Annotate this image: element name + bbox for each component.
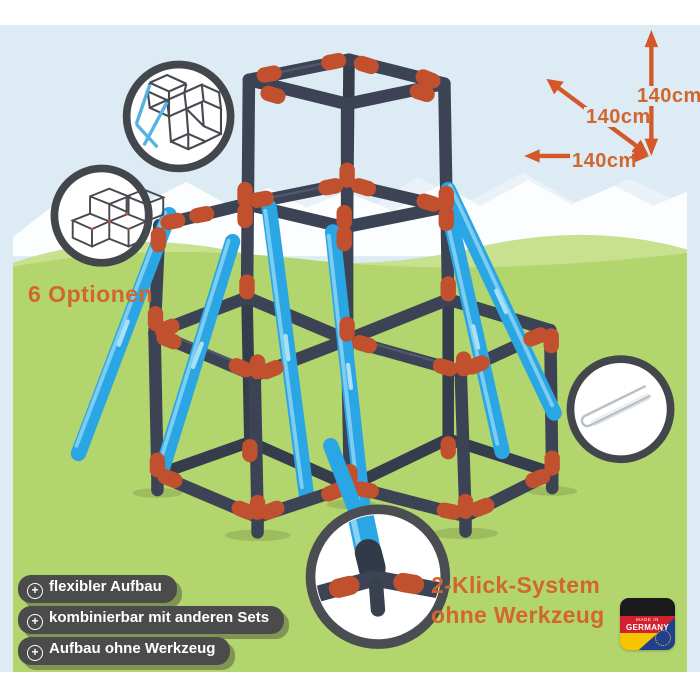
feature-pill-label: kombinierbar mit anderen Sets [49, 609, 270, 626]
plus-icon: + [27, 614, 43, 630]
feature-pill-no-tools: + Aufbau ohne Werkzeug [18, 637, 231, 665]
depth-dimension-label: 140cm [584, 106, 651, 128]
options-count-label: 6 Optionen [28, 281, 154, 307]
option-callout-stairs [122, 60, 235, 173]
made-in-germany-badge: MADE IN GERMANY [620, 598, 675, 650]
connector-rings [147, 52, 560, 520]
click-system-line1: 2-Klick-System [431, 572, 601, 598]
feature-pill-flexible: + flexibler Aufbau [18, 575, 177, 603]
width-dimension-label: 140cm [570, 150, 637, 172]
safety-clip-icon [580, 384, 651, 428]
two-click-connector-icon [316, 515, 440, 617]
click-system-line2: ohne Werkzeug [431, 602, 605, 628]
scene: 140cm 140cm 140cm 6 Optionen 2-Klick-Sys… [0, 25, 700, 672]
badge-text: MADE IN GERMANY [620, 617, 675, 632]
feature-list: + flexibler Aufbau + kombinierbar mit ande… [18, 575, 285, 668]
feature-pill-label: Aufbau ohne Werkzeug [49, 640, 216, 657]
plus-icon: + [27, 583, 43, 599]
german-flag-red-stripe [620, 615, 675, 633]
eu-stars-icon [655, 630, 671, 646]
connector-callout [305, 504, 451, 649]
badge-line1: MADE IN [636, 616, 659, 622]
badge-line2: GERMANY [626, 622, 669, 632]
clip-callout [566, 355, 675, 464]
height-dimension-label: 140cm [635, 85, 700, 107]
cube-stairs-wireframe-icon [134, 73, 223, 151]
feature-pill-combinable: + kombinierbar mit anderen Sets [18, 606, 285, 634]
plus-icon: + [27, 645, 43, 661]
option-callout-flat [50, 164, 166, 267]
climbing-frame-illustration [70, 52, 562, 539]
feature-pill-label: flexibler Aufbau [49, 578, 162, 595]
cube-row-wireframe-icon [70, 187, 166, 248]
blue-climbing-tubes [70, 181, 562, 539]
scene-graphics [13, 25, 687, 672]
click-system-label: 2-Klick-System ohne Werkzeug [431, 570, 604, 630]
german-flag-black-stripe [620, 598, 675, 616]
